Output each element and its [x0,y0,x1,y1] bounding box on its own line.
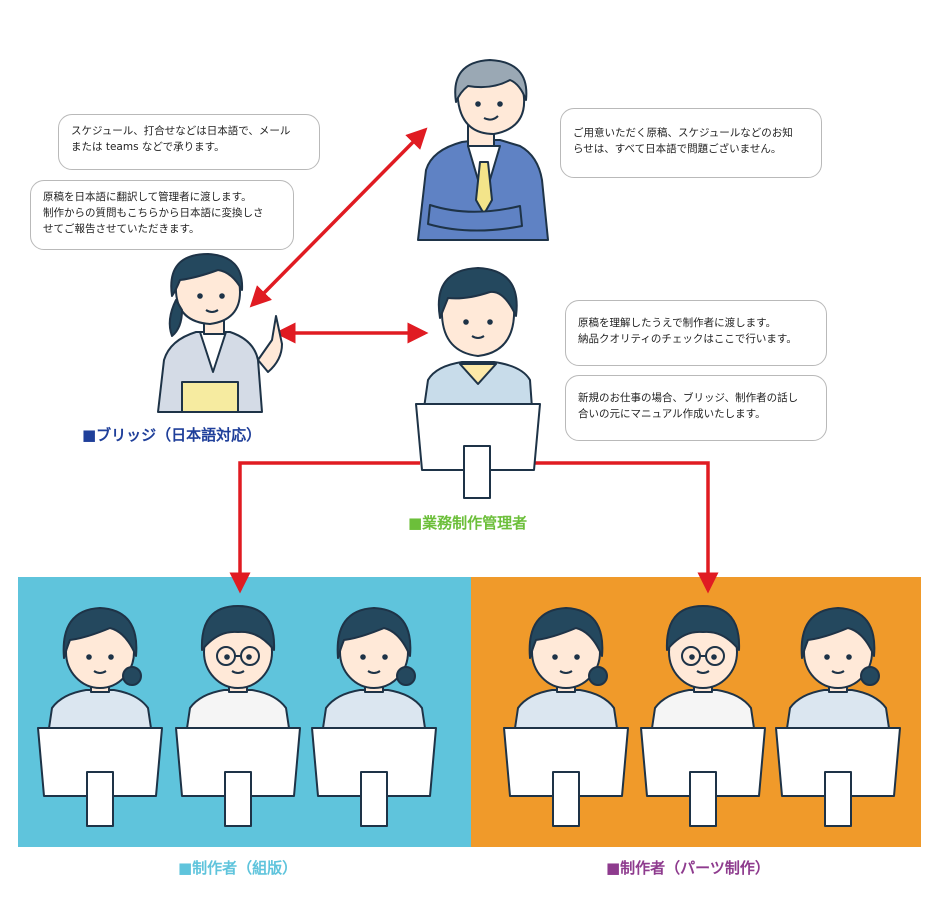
worker-at-computer-icon [37,607,163,827]
bubble-manager-check: 原稿を理解したうえで制作者に渡します。 納品クオリティのチェックはここで行います… [565,300,827,366]
arrow-manager-typeset [229,461,420,594]
label-bridge: ■ブリッジ（日本語対応） [82,426,262,444]
worker-at-computer-icon [640,605,766,827]
bubble-translate: 原稿を日本語に翻訳して管理者に渡します。 制作からの質問もこちらから日本語に変換… [30,180,294,250]
worker-at-computer-icon [175,605,301,827]
workers-group [37,605,901,827]
worker-at-computer-icon [503,607,629,827]
arrow-manager-parts [530,461,719,594]
worker-at-computer-icon [775,607,901,827]
manager-at-computer-icon [415,267,541,499]
label-manager: ■業務制作管理者 [408,514,528,532]
bubble-client: ご用意いただく原稿、スケジュールなどのお知 らせは、すべて日本語で問題ございませ… [560,108,822,178]
bubble-manual: 新規のお仕事の場合、ブリッジ、制作者の話し 合いの元にマニュアル作成いたします。 [565,375,827,441]
label-parts: ■制作者（パーツ制作） [606,859,770,877]
bridge-woman-icon [157,253,283,413]
client-businessman-icon [417,59,549,241]
label-typeset: ■制作者（組版） [178,859,298,877]
bubble-schedule: スケジュール、打合せなどは日本語で、メール または teams などで承ります。 [58,114,320,170]
worker-at-computer-icon [311,607,437,827]
arrow-bridge-client [249,127,428,308]
